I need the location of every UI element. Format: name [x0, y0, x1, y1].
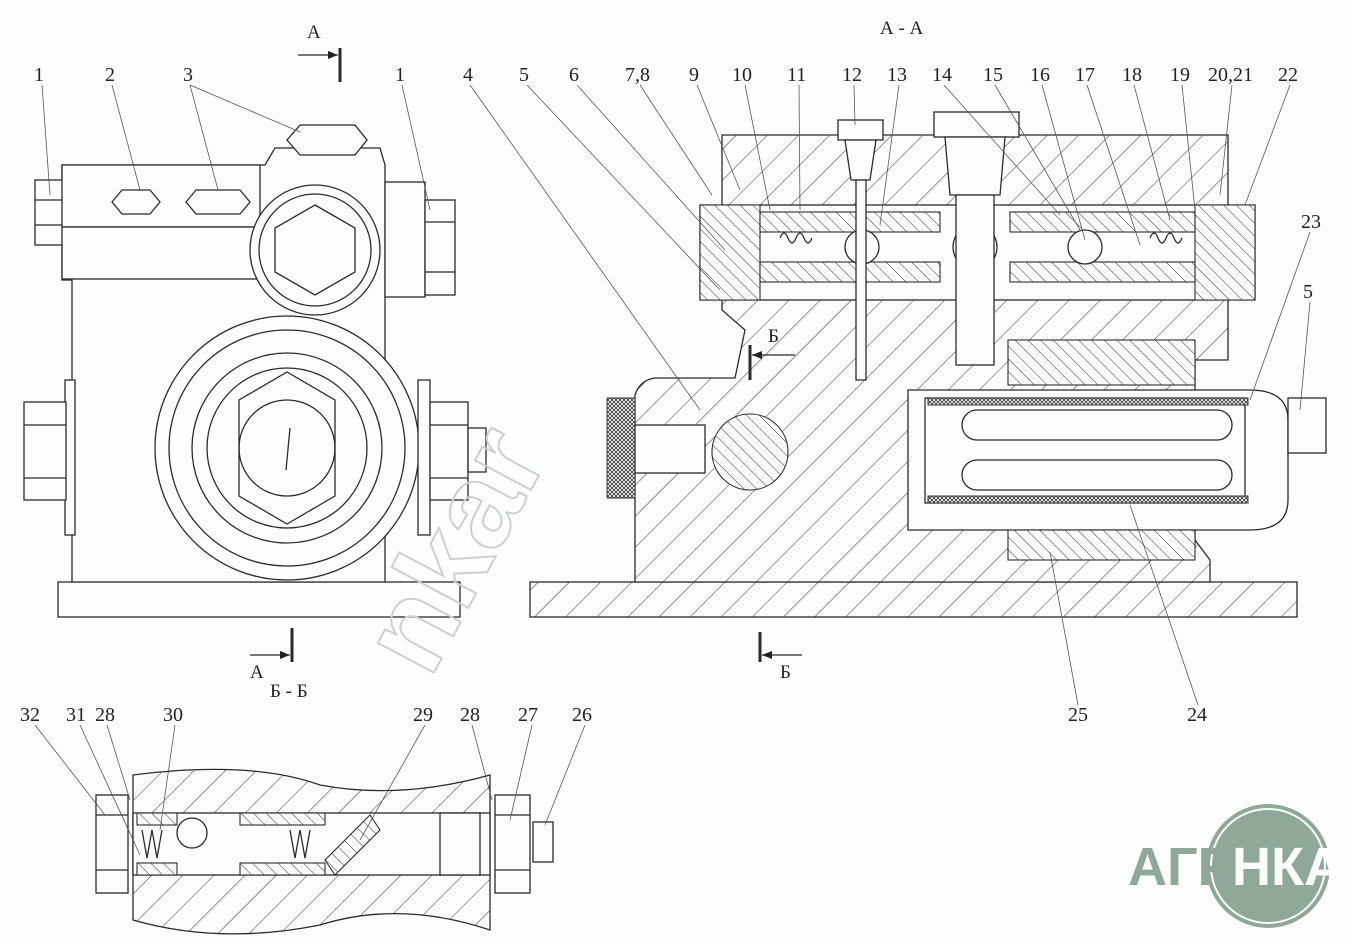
callout: 32	[20, 704, 40, 726]
base-plate	[57, 581, 461, 618]
section-b-b	[95, 768, 554, 935]
callout: 12	[842, 64, 862, 86]
callout: 6	[569, 64, 579, 86]
callout: 23	[1301, 211, 1321, 233]
callout: 9	[689, 64, 699, 86]
callout: 26	[572, 704, 592, 726]
plug-3	[286, 124, 368, 156]
callout: 16	[1030, 64, 1050, 86]
section-arrow-label: Б	[780, 662, 791, 683]
callout: 5	[519, 64, 529, 86]
callout: 28	[460, 704, 480, 726]
callout: 13	[887, 64, 907, 86]
callout: 4	[463, 64, 473, 86]
callout: 25	[1068, 704, 1088, 726]
logo-text-right: НКА	[1232, 837, 1343, 897]
callout: 11	[787, 64, 806, 86]
section-title-bb: Б - Б	[270, 681, 308, 702]
section-arrow-label: А	[307, 22, 321, 43]
callout: 5	[1303, 281, 1313, 303]
section-a-a	[529, 111, 1327, 662]
section-arrow-label: Б	[768, 326, 779, 347]
leader-lines	[34, 84, 1311, 856]
callout: 10	[732, 64, 752, 86]
logo-text-left: АГРО	[1128, 837, 1275, 897]
callout: 3	[183, 64, 193, 86]
callout: 17	[1075, 64, 1095, 86]
callout: 14	[932, 64, 952, 86]
callout: 30	[163, 704, 183, 726]
base-plate-section	[529, 581, 1298, 618]
callouts-bb: 32 31 28 30 29 28 27 26	[20, 704, 592, 726]
callout: 29	[413, 704, 433, 726]
callout: 1	[395, 64, 405, 86]
callout: 1	[34, 64, 44, 86]
callout: 27	[518, 704, 538, 726]
callout: 22	[1278, 64, 1298, 86]
callout: 2	[105, 64, 115, 86]
agronka-logo: АГРО НКА	[1128, 804, 1343, 928]
section-title-aa: А - А	[880, 18, 924, 39]
callout: 28	[95, 704, 115, 726]
callout: 7,8	[625, 64, 650, 86]
callout: 31	[66, 704, 86, 726]
section-arrow-label: А	[250, 662, 264, 683]
callout: 15	[983, 64, 1003, 86]
callout: 18	[1122, 64, 1142, 86]
side-view	[23, 48, 487, 662]
callout: 19	[1170, 64, 1190, 86]
callout: 20,21	[1208, 64, 1253, 86]
callout: 24	[1187, 704, 1207, 726]
callouts-top: 1 2 3 1 4 5 6 7,8 9 10 11 12 13 14 15 16…	[34, 64, 1298, 86]
